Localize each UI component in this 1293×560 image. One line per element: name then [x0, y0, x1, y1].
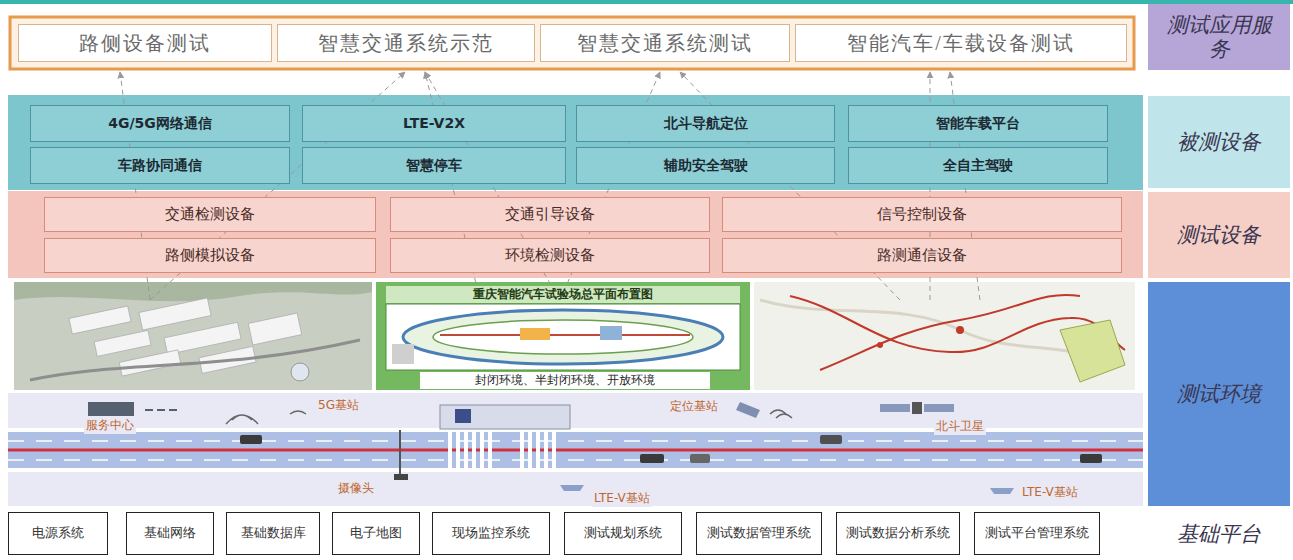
- box-text: LTE-V2X: [403, 115, 465, 131]
- box-text: 测试设备: [1177, 223, 1261, 247]
- device-box: LTE-V2X: [302, 105, 566, 142]
- test-device-box: 路侧模拟设备: [44, 238, 376, 273]
- box-text: 智能车载平台: [936, 115, 1020, 131]
- box-text: 现场监控系统: [452, 526, 530, 541]
- box-text: 北斗导航定位: [664, 115, 748, 131]
- map-title: 重庆智能汽车试验场总平面布置图: [386, 286, 740, 303]
- platform-box: 电源系统: [8, 512, 108, 555]
- aerial-photo: [14, 282, 372, 390]
- test-device-box: 交通引导设备: [390, 197, 710, 232]
- box-text: 路测通信设备: [877, 247, 967, 264]
- box-text: 被测设备: [1177, 130, 1261, 154]
- box-text: 辅助安全驾驶: [664, 157, 748, 173]
- test-device-band: [8, 191, 1143, 278]
- device-box: 4G/5G网络通信: [30, 105, 290, 142]
- platform-box: 电子地图: [332, 512, 420, 555]
- box-text: 测试数据分析系统: [846, 526, 950, 541]
- platform-box: 测试规划系统: [564, 512, 682, 555]
- road-label: 服务中心: [84, 417, 136, 434]
- road-label: LTE-V基站: [1020, 484, 1080, 501]
- device-box: 智能车载平台: [848, 105, 1108, 142]
- road-label: LTE-V基站: [592, 490, 652, 507]
- road-illustration: [8, 393, 1143, 506]
- test-device-box: 信号控制设备: [722, 197, 1122, 232]
- side-column: [1140, 4, 1293, 560]
- test-device-box: 路测通信设备: [722, 238, 1122, 273]
- box-text: 车路协同通信: [118, 157, 202, 173]
- device-box: 车路协同通信: [30, 147, 290, 184]
- box-text: 全自主驾驶: [943, 157, 1013, 173]
- layer-label: 测试应用服务: [1148, 4, 1290, 70]
- box-text: 4G/5G网络通信: [108, 115, 212, 131]
- device-box: 辅助安全驾驶: [576, 147, 835, 184]
- service-box: 路侧设备测试: [18, 24, 272, 62]
- box-text: 智慧停车: [406, 157, 462, 173]
- box-text: 交通引导设备: [505, 206, 595, 223]
- test-device-box: 环境检测设备: [390, 238, 710, 273]
- platform-box: 测试平台管理系统: [974, 512, 1100, 555]
- platform-box: 测试数据分析系统: [836, 512, 960, 555]
- device-box: 智慧停车: [302, 147, 566, 184]
- box-text: 测试环境: [1177, 382, 1261, 406]
- device-box: 北斗导航定位: [576, 105, 835, 142]
- box-text: 测试数据管理系统: [707, 526, 811, 541]
- road-label: 5G基站: [316, 397, 361, 414]
- box-text: 基础数据库: [241, 526, 306, 541]
- route-map: [754, 282, 1135, 390]
- box-text: 测试规划系统: [584, 526, 662, 541]
- device-box: 全自主驾驶: [848, 147, 1108, 184]
- box-text: 智能汽车/车载设备测试: [847, 32, 1075, 55]
- road-label: 定位基站: [668, 398, 720, 415]
- service-box: 智能汽车/车载设备测试: [795, 24, 1127, 62]
- box-text: 信号控制设备: [877, 206, 967, 223]
- box-text: 电源系统: [32, 526, 84, 541]
- box-text: 基础网络: [144, 526, 196, 541]
- site-plan: [376, 282, 750, 390]
- box-text: 基础平台: [1177, 522, 1261, 546]
- layer-label: 被测设备: [1148, 96, 1290, 188]
- platform-box: 基础数据库: [226, 512, 320, 555]
- layer-label: 测试设备: [1148, 192, 1290, 278]
- box-text: 环境检测设备: [505, 247, 595, 264]
- map-caption: 封闭环境、半封闭环境、开放环境: [420, 372, 710, 389]
- platform-box: 基础网络: [126, 512, 214, 555]
- box-text: 测试应用服务: [1166, 13, 1272, 61]
- platform-box: 测试数据管理系统: [696, 512, 822, 555]
- road-label: 摄像头: [336, 480, 376, 497]
- layer-label: 基础平台: [1148, 510, 1290, 558]
- top-bar: [0, 0, 1293, 4]
- road-label: 北斗卫星: [934, 418, 986, 435]
- box-text: 测试平台管理系统: [985, 526, 1089, 541]
- box-text: 路侧设备测试: [79, 32, 211, 55]
- test-device-box: 交通检测设备: [44, 197, 376, 232]
- service-box: 智慧交通系统示范: [277, 24, 535, 62]
- platform-box: 现场监控系统: [432, 512, 550, 555]
- box-text: 路侧模拟设备: [165, 247, 255, 264]
- box-text: 智慧交通系统示范: [318, 32, 494, 55]
- box-text: 电子地图: [350, 526, 402, 541]
- box-text: 智慧交通系统测试: [577, 32, 753, 55]
- box-text: 交通检测设备: [165, 206, 255, 223]
- dut-band: [8, 95, 1143, 190]
- app-band: [10, 17, 1134, 69]
- service-box: 智慧交通系统测试: [540, 24, 790, 62]
- layer-label: 测试环境: [1148, 282, 1290, 506]
